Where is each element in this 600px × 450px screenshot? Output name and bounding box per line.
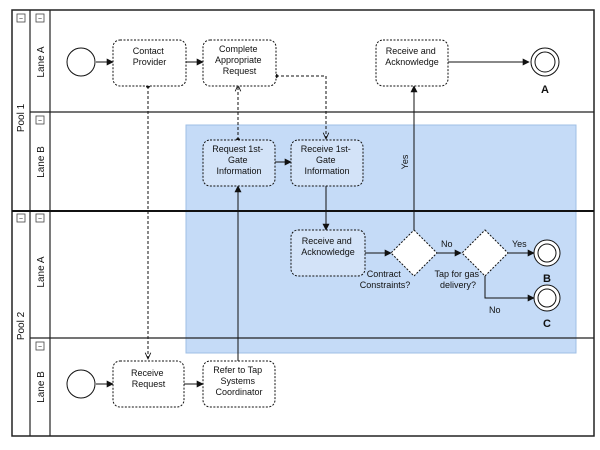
svg-text:−: − xyxy=(38,118,42,126)
flow-label-yes-up: Yes xyxy=(400,154,410,169)
svg-text:−: − xyxy=(19,216,23,224)
pool-1-collapse-button[interactable]: − xyxy=(16,13,26,24)
end-label-c: C xyxy=(543,318,551,330)
svg-text:Receive Request: Receive Request xyxy=(131,368,166,389)
lane-collapse-button[interactable]: − xyxy=(35,13,45,24)
task-refer-to-tap-systems-coordinator[interactable]: Refer to Tap Systems Coordinator xyxy=(202,360,276,408)
task-receive-request[interactable]: Receive Request xyxy=(112,360,185,408)
task-complete-appropriate-request[interactable]: Complete Appropriate Request xyxy=(202,39,277,87)
lane-label: Lane B xyxy=(36,371,47,403)
end-label-a: A xyxy=(541,84,549,96)
svg-text:−: − xyxy=(38,216,42,224)
end-label-b: B xyxy=(543,273,551,285)
lane-collapse-button[interactable]: − xyxy=(35,213,45,224)
lane-collapse-button[interactable]: − xyxy=(35,115,45,126)
task-request-1st-gate-information[interactable]: Request 1st- Gate Information xyxy=(202,139,276,187)
svg-text:Refer to Tap Systems: Refer to Tap Systems Coordinator xyxy=(213,365,264,397)
flow-label-no-mid: No xyxy=(441,239,453,249)
svg-text:Receive 1st- Gate: Receive 1st- Gate Information xyxy=(301,144,354,176)
task-contact-provider[interactable]: Contact Provider xyxy=(112,39,187,87)
lane-label: Lane A xyxy=(36,256,47,287)
diagram-frame xyxy=(11,9,595,437)
svg-text:−: − xyxy=(38,344,42,352)
start-event[interactable] xyxy=(66,369,96,399)
svg-text:Contact Provider: Contact Provider xyxy=(133,46,167,67)
svg-text:Request 1st- Gate: Request 1st- Gate Information xyxy=(212,144,266,176)
end-event-a[interactable] xyxy=(530,47,560,77)
lane-collapse-button[interactable]: − xyxy=(35,341,45,352)
svg-text:Complete Appropriate: Complete Appropriate Request xyxy=(215,44,264,76)
svg-text:−: − xyxy=(19,16,23,24)
flow-label-no-down: No xyxy=(489,305,501,315)
lane-label: Lane A xyxy=(36,46,47,77)
gateway-tap-gas-delivery-label: Tap for gas delivery? xyxy=(434,269,481,290)
message-flow xyxy=(276,76,326,139)
start-event[interactable] xyxy=(66,47,96,77)
pool-2-collapse-button[interactable]: − xyxy=(16,213,26,224)
end-event-b[interactable] xyxy=(533,239,561,267)
svg-text:−: − xyxy=(38,16,42,24)
end-event-c[interactable] xyxy=(533,284,561,312)
task-receive-acknowledge-pool2[interactable]: Receive and Acknowledge xyxy=(290,229,366,277)
sequence-flow xyxy=(484,276,535,302)
svg-text:Receive and Acknowledge: Receive and Acknowledge xyxy=(385,46,439,67)
task-receive-1st-gate-information[interactable]: Receive 1st- Gate Information xyxy=(290,139,364,187)
task-receive-acknowledge-pool1[interactable]: Receive and Acknowledge xyxy=(375,39,449,87)
gateway-tap-gas-delivery[interactable] xyxy=(461,229,509,277)
gateway-contract-constraints-label: Contract Constraints? xyxy=(360,269,411,290)
lane-label: Lane B xyxy=(36,146,47,178)
flow-label-yes-right: Yes xyxy=(512,239,527,249)
gateway-contract-constraints[interactable] xyxy=(390,229,438,277)
pool-2-label: Pool 2 xyxy=(16,311,27,340)
svg-text:Receive and Acknowledge: Receive and Acknowledge xyxy=(301,236,355,257)
pool-1-label: Pool 1 xyxy=(16,103,27,132)
